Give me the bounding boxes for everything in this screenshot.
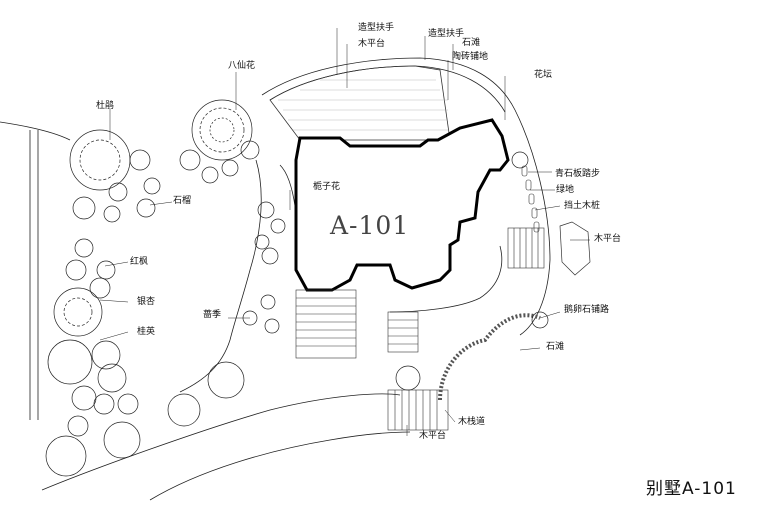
building-code-label: A-101 <box>330 211 410 240</box>
label-pomegranate: 石榴 <box>173 196 192 206</box>
boundary-curve-bottom <box>41 393 401 491</box>
label-wood-plank-path: 木栈道 <box>458 417 486 427</box>
label-flower-bed: 花坛 <box>534 70 553 80</box>
label-wood-deck-top: 木平台 <box>358 39 386 49</box>
boundary-curve-bottom-outer <box>149 431 411 501</box>
label-wood-deck-right: 木平台 <box>594 234 622 244</box>
label-azalea: 杜鹃 <box>96 101 115 111</box>
label-wood-deck-bottom: 木平台 <box>419 431 447 441</box>
label-stone-beach-top: 石滩 <box>462 38 481 48</box>
label-rose: 蔷季 <box>203 310 222 320</box>
label-ceramic-brick-paving: 陶砖铺地 <box>452 52 489 62</box>
label-bluestone-stepping: 青石板踏步 <box>555 169 601 179</box>
label-sweet-osmanthus: 桂英 <box>137 327 156 337</box>
plan-title: 别墅A-101 <box>646 479 737 499</box>
label-gardenia: 栀子花 <box>313 182 341 192</box>
label-green-space: 绿地 <box>556 185 575 195</box>
lawn-edge-inner <box>269 65 506 113</box>
label-leaders <box>99 28 590 436</box>
boat-shape <box>559 221 591 276</box>
label-stone-beach-right: 石滩 <box>546 342 565 352</box>
wood-plank-walkway <box>387 311 449 431</box>
label-shaped-railing-1: 造型扶手 <box>358 23 395 33</box>
wood-deck-bottom-left <box>295 289 357 359</box>
garden-path-left <box>179 159 262 393</box>
lawn-edge <box>261 57 551 336</box>
cobblestone-path <box>438 313 541 401</box>
bluestone-stepping-stones <box>521 165 540 233</box>
drive-curve <box>389 245 503 313</box>
label-ginkgo: 银杏 <box>137 297 156 307</box>
label-retaining-wood-piles: 挡土木桩 <box>564 201 601 211</box>
building-footprint <box>294 118 510 292</box>
label-red-maple: 红枫 <box>130 257 149 267</box>
wood-deck-right <box>507 227 545 269</box>
label-hydrangea: 八仙花 <box>228 61 256 71</box>
tree-group <box>45 99 549 477</box>
boundary-curve-left <box>0 121 71 141</box>
label-shaped-railing-2: 造型扶手 <box>428 29 465 39</box>
ceramic-paving-area <box>269 65 451 141</box>
label-cobblestone-path: 鹅卵石铺路 <box>564 305 610 315</box>
